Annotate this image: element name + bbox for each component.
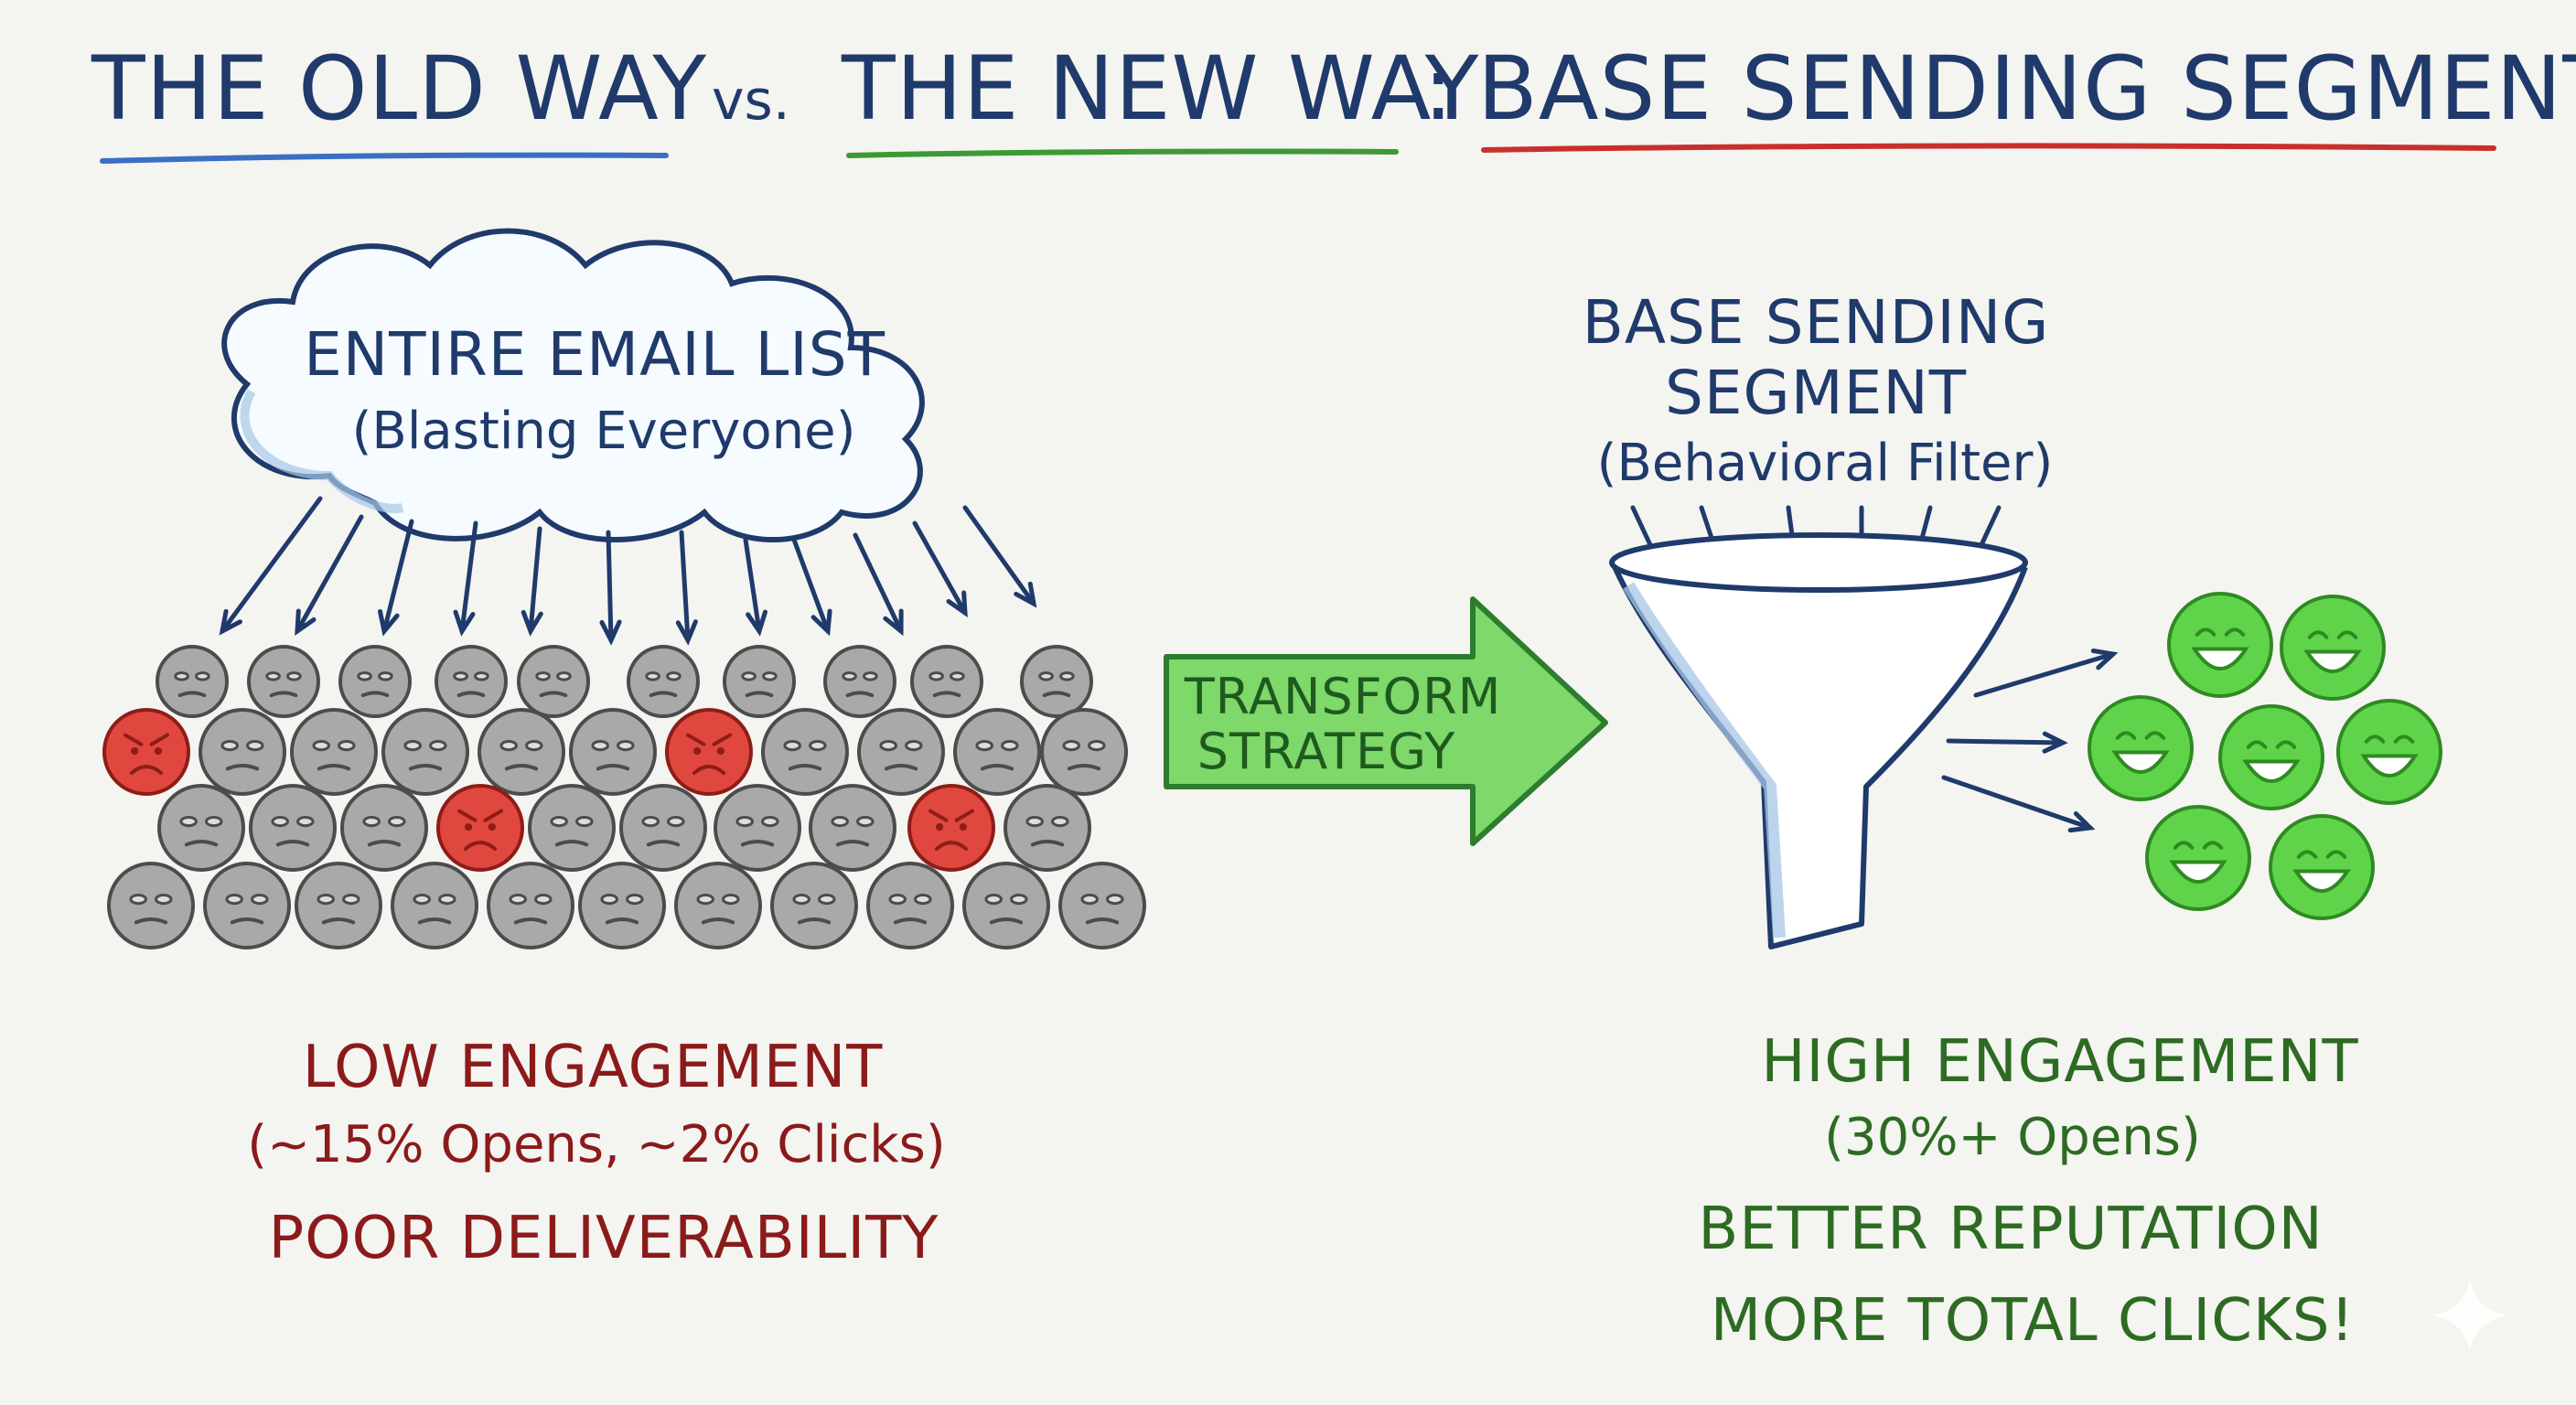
cloud-icon: [221, 228, 925, 542]
neutral-face-icon: [714, 784, 801, 872]
sparkle-icon: [2433, 1281, 2506, 1350]
neutral-face-icon: [823, 645, 896, 718]
title-colon: :: [1423, 38, 1454, 140]
angry-face-icon: [907, 784, 995, 872]
neutral-face-icon: [770, 862, 858, 949]
neutral-face-icon: [528, 784, 616, 872]
cloud-title: ENTIRE EMAIL LIST: [304, 319, 886, 390]
neutral-face-icon: [391, 862, 478, 949]
rain-arrow: [521, 526, 543, 637]
rain-arrow: [853, 532, 904, 637]
rain-arrows: [219, 496, 1037, 646]
neutral-face-icon: [723, 645, 796, 718]
rain-arrow: [453, 520, 478, 637]
neutral-face-icon: [953, 708, 1041, 796]
old-result-note: POOR DELIVERABILITY: [269, 1205, 939, 1272]
output-arrow: [1946, 731, 2068, 754]
face-crowd: [102, 645, 1146, 949]
rain-arrow: [599, 530, 622, 646]
neutral-face-icon: [910, 645, 983, 718]
neutral-face-icon: [962, 862, 1050, 949]
neutral-face-icon: [1058, 862, 1146, 949]
neutral-face-icon: [435, 645, 508, 718]
neutral-face-icon: [290, 708, 378, 796]
transform-line2: STRATEGY: [1197, 723, 1456, 780]
title-new-way: THE NEW WAY: [841, 38, 1479, 140]
old-result-title: LOW ENGAGEMENT: [303, 1034, 884, 1101]
neutral-face-icon: [857, 708, 945, 796]
title: THE OLD WAY vs. THE NEW WAY : BASE SENDI…: [91, 38, 2576, 164]
subject-underline: [1481, 143, 2496, 153]
neutral-face-icon: [1020, 645, 1093, 718]
rain-arrow: [219, 496, 323, 636]
segment-title-line2: SEGMENT: [1665, 358, 1967, 428]
rain-arrow: [675, 530, 698, 646]
output-arrow: [1973, 649, 2119, 698]
old-result-stats: (~15% Opens, ~2% Clicks): [247, 1115, 945, 1174]
new-result-title: HIGH ENGAGEMENT: [1761, 1028, 2358, 1096]
neutral-face-icon: [157, 784, 245, 872]
neutral-face-icon: [619, 784, 707, 872]
happy-face-icon: [2269, 814, 2375, 920]
neutral-face-icon: [866, 862, 954, 949]
angry-face-icon: [665, 708, 753, 796]
neutral-face-icon: [478, 708, 565, 796]
title-old-way: THE OLD WAY: [91, 38, 707, 140]
happy-face-icon: [2088, 695, 2194, 801]
angry-face-icon: [102, 708, 190, 796]
rain-arrow: [295, 514, 364, 637]
segment-title-line1: BASE SENDING: [1583, 287, 2050, 358]
title-subject: BASE SENDING SEGMENTS: [1477, 38, 2576, 140]
angry-face-icon: [436, 784, 524, 872]
happy-face-icon: [2336, 699, 2442, 805]
neutral-face-icon: [1004, 784, 1091, 872]
neutral-face-icon: [1040, 708, 1128, 796]
happy-face-icon: [2218, 704, 2324, 810]
rain-arrow: [378, 519, 414, 637]
transform-line1: TRANSFORM: [1184, 668, 1502, 725]
neutral-face-icon: [249, 784, 337, 872]
neutral-face-icon: [578, 862, 666, 949]
funnel-output-arrows: [1941, 649, 2119, 833]
neutral-face-icon: [517, 645, 590, 718]
new-result-note2: MORE TOTAL CLICKS!: [1711, 1287, 2355, 1355]
rain-arrow: [743, 537, 768, 637]
neutral-face-icon: [107, 862, 195, 949]
new-way-underline: [846, 148, 1399, 158]
neutral-face-icon: [338, 645, 412, 718]
happy-face-icon: [2145, 805, 2251, 911]
neutral-face-icon: [627, 645, 700, 718]
rain-arrow: [912, 520, 968, 618]
output-arrow: [1941, 775, 2096, 833]
neutral-face-icon: [487, 862, 574, 949]
neutral-face-icon: [761, 708, 849, 796]
neutral-face-icon: [340, 784, 428, 872]
neutral-face-icon: [809, 784, 896, 872]
happy-faces: [2088, 592, 2442, 920]
funnel-icon: [1609, 532, 2028, 949]
arrow-right-icon: [1164, 596, 1608, 846]
segment-subtitle: (Behavioral Filter): [1597, 434, 2054, 493]
neutral-face-icon: [674, 862, 762, 949]
rain-arrow: [962, 505, 1037, 608]
neutral-face-icon: [199, 708, 286, 796]
old-way-underline: [100, 152, 669, 164]
title-vs: vs.: [712, 69, 790, 133]
new-result-note1: BETTER REPUTATION: [1698, 1196, 2323, 1263]
neutral-face-icon: [569, 708, 657, 796]
rain-arrow: [791, 537, 832, 637]
new-result-stats: (30%+ Opens): [1824, 1108, 2201, 1167]
happy-face-icon: [2280, 595, 2386, 701]
neutral-face-icon: [156, 645, 229, 718]
happy-face-icon: [2167, 592, 2273, 698]
cloud-subtitle: (Blasting Everyone): [352, 402, 856, 461]
neutral-face-icon: [203, 862, 291, 949]
neutral-face-icon: [295, 862, 382, 949]
neutral-face-icon: [247, 645, 320, 718]
neutral-face-icon: [381, 708, 469, 796]
